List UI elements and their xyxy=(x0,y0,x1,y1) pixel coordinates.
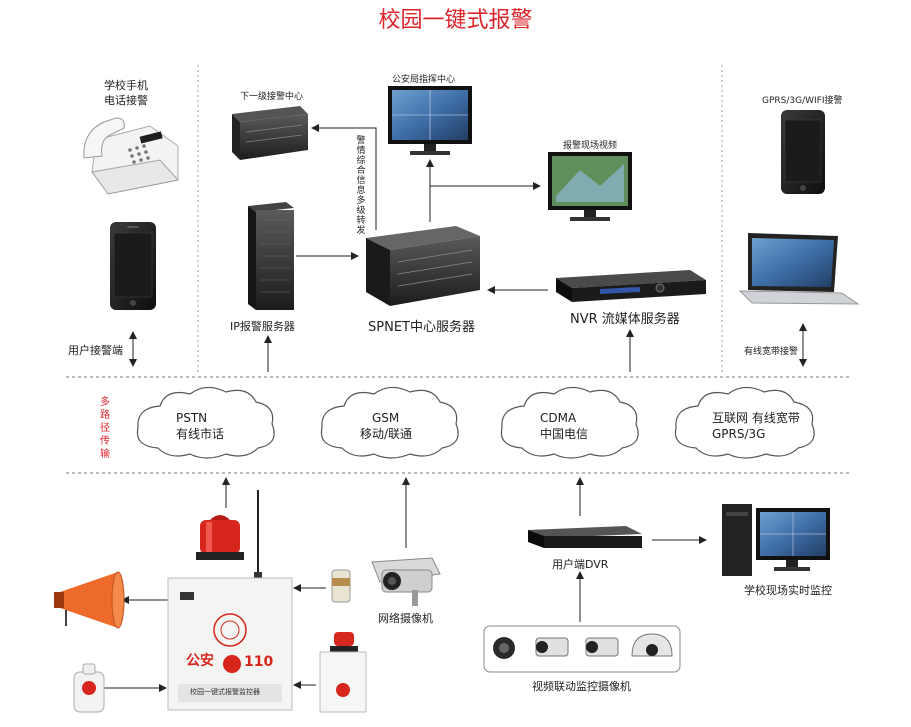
cloud-icon xyxy=(136,386,275,459)
antenna-icon xyxy=(254,490,262,582)
label-broadband: 有线宽带接警 xyxy=(744,347,799,357)
cloud-icon xyxy=(320,386,459,459)
cloud-label-line1: PSTN xyxy=(176,411,208,425)
horn-speaker-icon xyxy=(54,571,125,629)
label-nvr-server: NVR 流媒体服务器 xyxy=(570,312,680,327)
alarm-panel-police-text: 公安 xyxy=(186,653,214,669)
label-network-camera: 网络摄像机 xyxy=(378,612,433,625)
alarm-panel-icon xyxy=(167,577,293,711)
label-school-monitor: 学校现场实时监控 xyxy=(744,584,832,597)
label-multipath: 多路径传输 xyxy=(100,397,110,460)
label-ip-server: IP报警服务器 xyxy=(230,320,295,333)
cloud-label-line1: 互联网 有线宽带 xyxy=(712,411,800,425)
camera-icon xyxy=(535,637,569,657)
panic-button-icon xyxy=(73,663,105,713)
cloud-icon xyxy=(674,386,815,459)
cloud-label-line2: GPRS/3G xyxy=(712,427,766,441)
siren-icon xyxy=(196,515,244,560)
camera-group xyxy=(483,625,681,673)
camera-icon xyxy=(585,637,619,657)
camera-icon xyxy=(493,637,515,659)
label-gprs-top: GPRS/3G/WIFI接警 xyxy=(762,96,843,106)
rack-server-icon xyxy=(248,202,294,310)
battery-icon xyxy=(331,569,351,603)
cloud-label-line1: GSM xyxy=(372,411,400,425)
siren-icon xyxy=(319,632,367,713)
cloud-label-line2: 移动/联通 xyxy=(360,427,413,441)
desktop-pc-icon xyxy=(722,504,830,576)
rack-server-icon xyxy=(366,226,480,306)
nvr-icon xyxy=(556,270,706,302)
diagram-title: 校园一键式报警 xyxy=(378,8,533,33)
cloud-icon xyxy=(500,386,639,459)
section-dividers xyxy=(66,65,850,474)
cloud-label-line2: 中国电信 xyxy=(540,427,589,441)
cloud-label-line2: 有线市话 xyxy=(176,427,225,441)
cloud-label-line1: CDMA xyxy=(540,411,577,425)
label-police-command: 公安局指挥中心 xyxy=(392,75,456,85)
desk-phone-icon xyxy=(83,117,179,195)
label-forward-vertical: 警情综合信息多级转发 xyxy=(356,136,366,236)
alarm-panel-number: 110 xyxy=(244,654,274,670)
monitor-icon xyxy=(548,152,632,221)
mobile-phone-icon xyxy=(781,110,825,194)
arrow-icon xyxy=(311,124,377,230)
monitor-icon xyxy=(388,86,472,155)
laptop-icon xyxy=(738,233,860,305)
label-user-terminal: 用户接警端 xyxy=(68,344,123,357)
alarm-panel-subtitle: 校园一键式报警监控器 xyxy=(190,688,260,696)
camera-icon xyxy=(371,557,441,606)
rack-server-icon xyxy=(232,106,308,160)
label-school-phone: 学校手机 电话接警 xyxy=(104,79,148,107)
label-scene-video: 报警现场视频 xyxy=(563,141,618,151)
label-spnet-server: SPNET中心服务器 xyxy=(368,320,475,335)
dvr-icon xyxy=(528,526,642,548)
label-lower-center: 下一级接警中心 xyxy=(240,92,304,102)
label-linked-cameras: 视频联动监控摄像机 xyxy=(532,680,631,693)
label-user-dvr: 用户端DVR xyxy=(552,558,609,571)
camera-icon xyxy=(631,633,673,657)
mobile-phone-icon xyxy=(110,222,156,310)
